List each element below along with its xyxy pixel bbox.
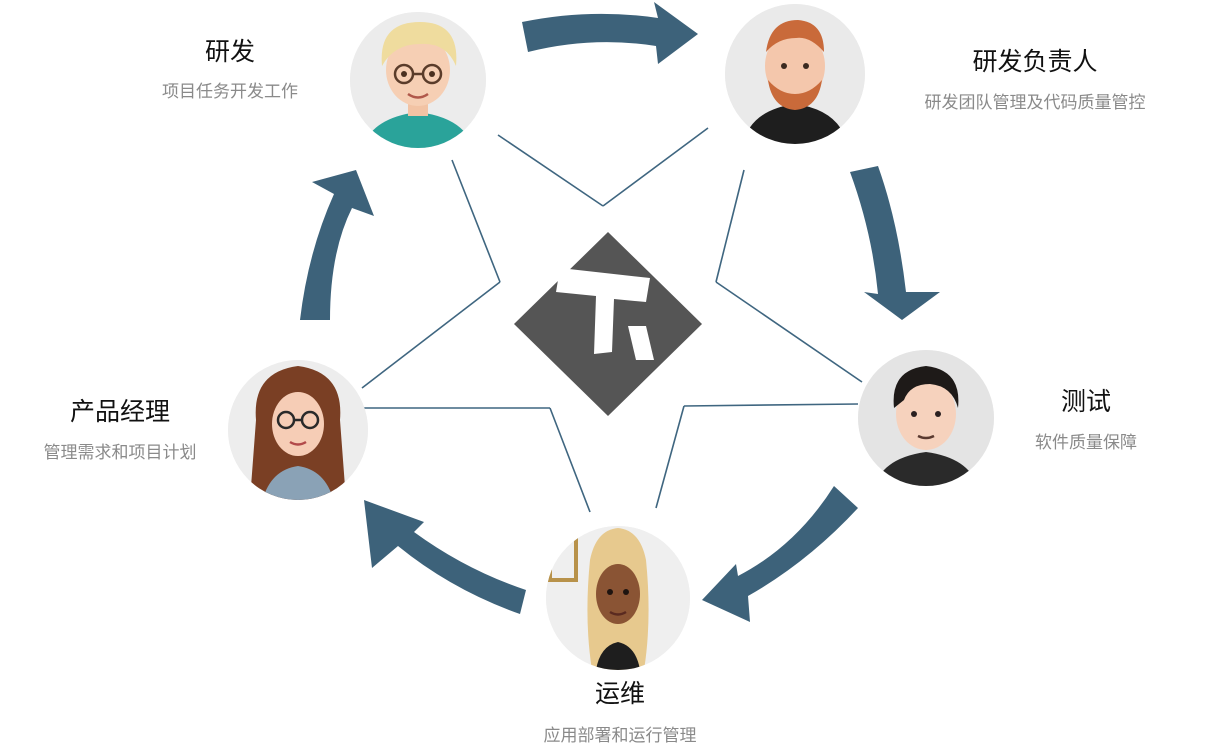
- avatar-pm: [228, 360, 368, 500]
- arrow-pm-to-dev: [300, 170, 374, 320]
- role-ops-label: 运维 应用部署和运行管理: [544, 679, 697, 746]
- cycle-arrows: [300, 2, 940, 622]
- role-lead-title: 研发负责人: [972, 47, 1097, 76]
- role-ops-title: 运维: [595, 679, 645, 708]
- arrow-dev-to-lead: [522, 2, 698, 64]
- role-pm-desc: 管理需求和项目计划: [44, 443, 197, 463]
- arrow-qa-to-ops: [702, 486, 858, 622]
- role-pm-title: 产品经理: [70, 397, 170, 426]
- role-dev-label: 研发 项目任务开发工作: [162, 37, 298, 102]
- connector-lines: [361, 127, 863, 513]
- avatar-qa: [858, 350, 994, 486]
- arrow-ops-to-pm: [364, 500, 526, 614]
- center-logo: [514, 232, 702, 416]
- role-qa-label: 测试 软件质量保障: [1035, 387, 1137, 453]
- role-pm-label: 产品经理 管理需求和项目计划: [44, 397, 197, 463]
- role-dev-desc: 项目任务开发工作: [162, 82, 298, 102]
- avatar-ops: [546, 526, 690, 670]
- role-qa-desc: 软件质量保障: [1035, 433, 1137, 453]
- role-dev-title: 研发: [205, 37, 255, 66]
- role-lead-desc: 研发团队管理及代码质量管控: [925, 93, 1146, 113]
- avatar-lead: [725, 4, 865, 144]
- avatar-dev: [350, 12, 486, 148]
- role-lead-label: 研发负责人 研发团队管理及代码质量管控: [925, 47, 1146, 113]
- arrow-lead-to-qa: [850, 166, 940, 320]
- tapd-t-logo-icon: [556, 268, 650, 354]
- role-ops-desc: 应用部署和运行管理: [544, 726, 697, 746]
- role-qa-title: 测试: [1061, 387, 1111, 416]
